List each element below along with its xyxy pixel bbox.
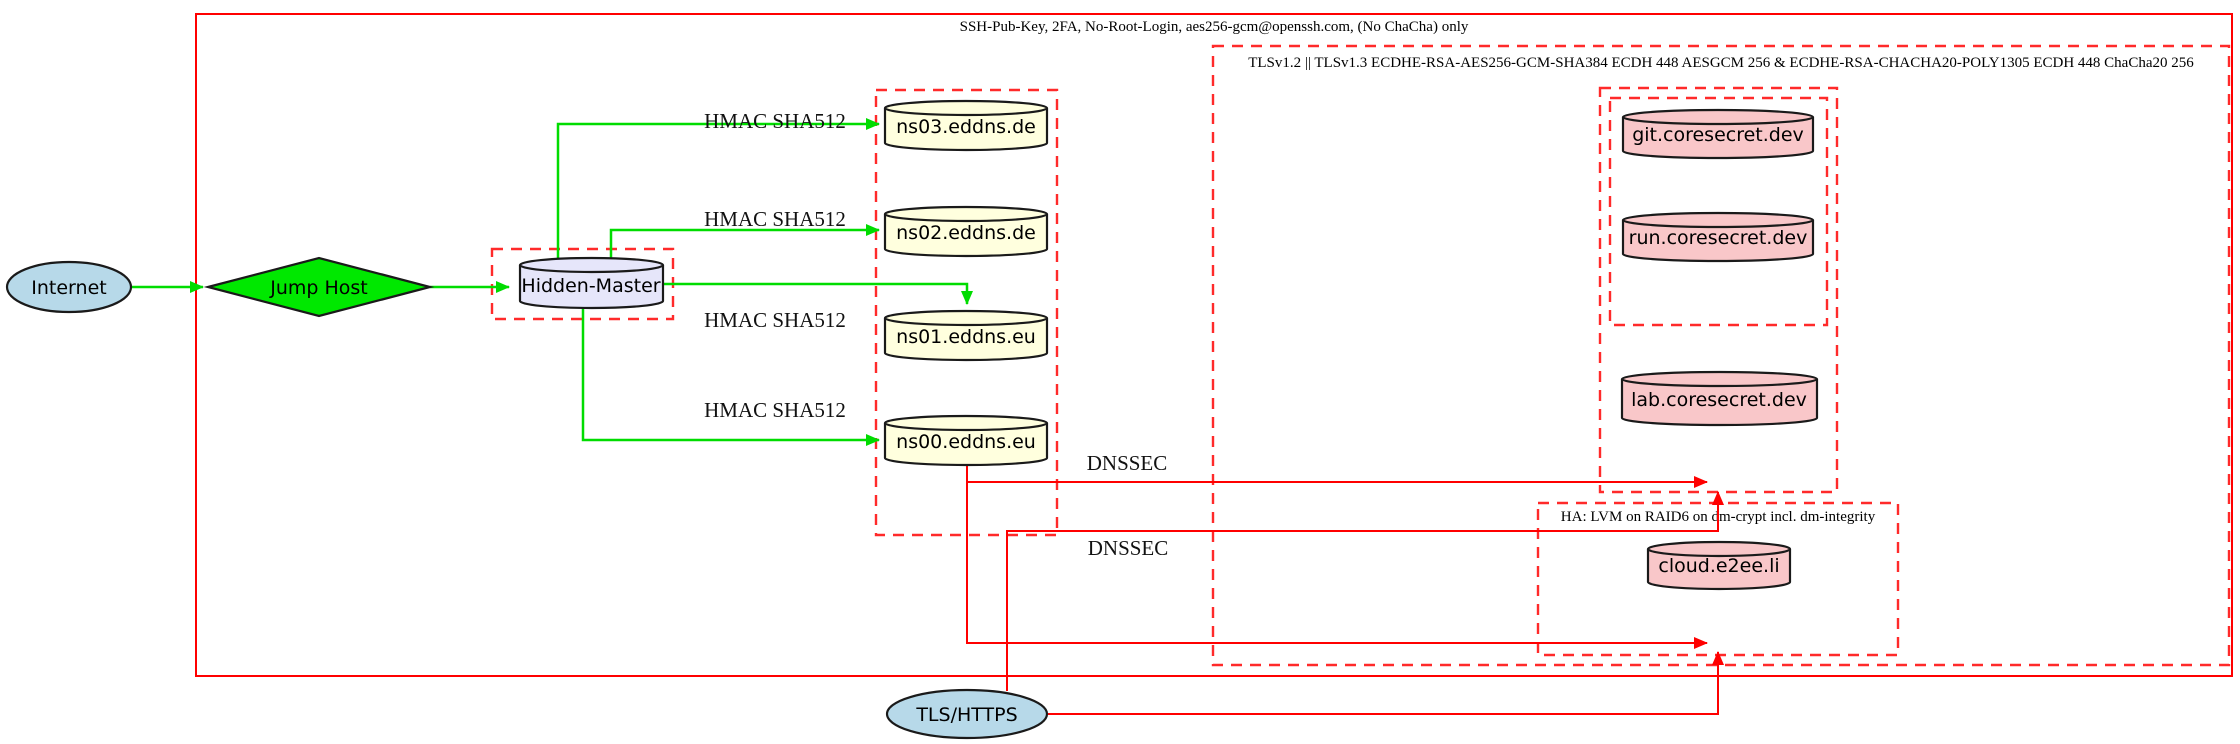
edge-dnssec-to-ha-cluster bbox=[966, 480, 1708, 649]
cloud-node: cloud.e2ee.li bbox=[1646, 540, 1792, 591]
ns03-node-label: ns03.eddns.de bbox=[896, 116, 1036, 138]
edge-hiddenmaster-to-ns03 bbox=[556, 118, 880, 260]
ns03-node: ns03.eddns.de bbox=[883, 99, 1049, 152]
cluster-ssh-hardening-label: SSH-Pub-Key, 2FA, No-Root-Login, aes256-… bbox=[960, 19, 1469, 35]
internet-node: Internet bbox=[5, 260, 133, 314]
edge-hiddenmaster-to-ns01 bbox=[663, 282, 973, 305]
hidden-master-node-label: Hidden-Master bbox=[521, 275, 660, 297]
run-node-label: run.coresecret.dev bbox=[1629, 227, 1808, 249]
cluster-nameservers-box bbox=[874, 88, 1059, 537]
edge-label-dnssec-1: DNSSEC bbox=[1087, 451, 1168, 475]
cluster-coresecret-inner-box bbox=[1608, 96, 1829, 327]
jump-host-node: Jump Host bbox=[203, 256, 435, 318]
tls-https-node: TLS/HTTPS bbox=[885, 688, 1049, 740]
cluster-tls-policy-label: TLSv1.2 || TLSv1.3 ECDHE-RSA-AES256-GCM-… bbox=[1248, 55, 2194, 71]
edge-label-dnssec-2: DNSSEC bbox=[1088, 536, 1169, 560]
git-node: git.coresecret.dev bbox=[1621, 108, 1815, 160]
lab-node-label: lab.coresecret.dev bbox=[1631, 389, 1807, 411]
cloud-node-label: cloud.e2ee.li bbox=[1658, 555, 1779, 577]
edge-tls-to-ha-cluster bbox=[1047, 651, 1724, 715]
ns01-node: ns01.eddns.eu bbox=[883, 309, 1049, 362]
ns00-node: ns00.eddns.eu bbox=[883, 414, 1049, 467]
jump-host-node-label: Jump Host bbox=[269, 277, 368, 299]
ns02-node-label: ns02.eddns.de bbox=[896, 222, 1036, 244]
lab-node: lab.coresecret.dev bbox=[1620, 370, 1819, 427]
tls-https-node-label: TLS/HTTPS bbox=[915, 704, 1017, 726]
cluster-ssh-hardening-box bbox=[195, 13, 2233, 677]
edge-hiddenmaster-to-ns00 bbox=[581, 306, 880, 446]
ns02-node: ns02.eddns.de bbox=[883, 205, 1049, 258]
edge-tls-to-coresecret bbox=[1006, 491, 1724, 691]
cluster-coresecret-outer-box bbox=[1598, 86, 1839, 494]
edge-dnssec-to-coresecret bbox=[966, 464, 1708, 488]
edge-label-hmac-ns03: HMAC SHA512 bbox=[704, 109, 846, 133]
run-node: run.coresecret.dev bbox=[1621, 211, 1815, 263]
edge-label-hmac-ns01: HMAC SHA512 bbox=[704, 308, 846, 332]
hidden-master-node: Hidden-Master bbox=[518, 256, 665, 310]
edge-label-hmac-ns02: HMAC SHA512 bbox=[704, 207, 846, 231]
edge-label-hmac-ns00: HMAC SHA512 bbox=[704, 398, 846, 422]
internet-node-label: Internet bbox=[31, 277, 106, 299]
git-node-label: git.coresecret.dev bbox=[1632, 124, 1804, 146]
ns01-node-label: ns01.eddns.eu bbox=[896, 326, 1036, 348]
edge-hiddenmaster-to-ns02 bbox=[609, 224, 880, 260]
ns00-node-label: ns00.eddns.eu bbox=[896, 431, 1036, 453]
